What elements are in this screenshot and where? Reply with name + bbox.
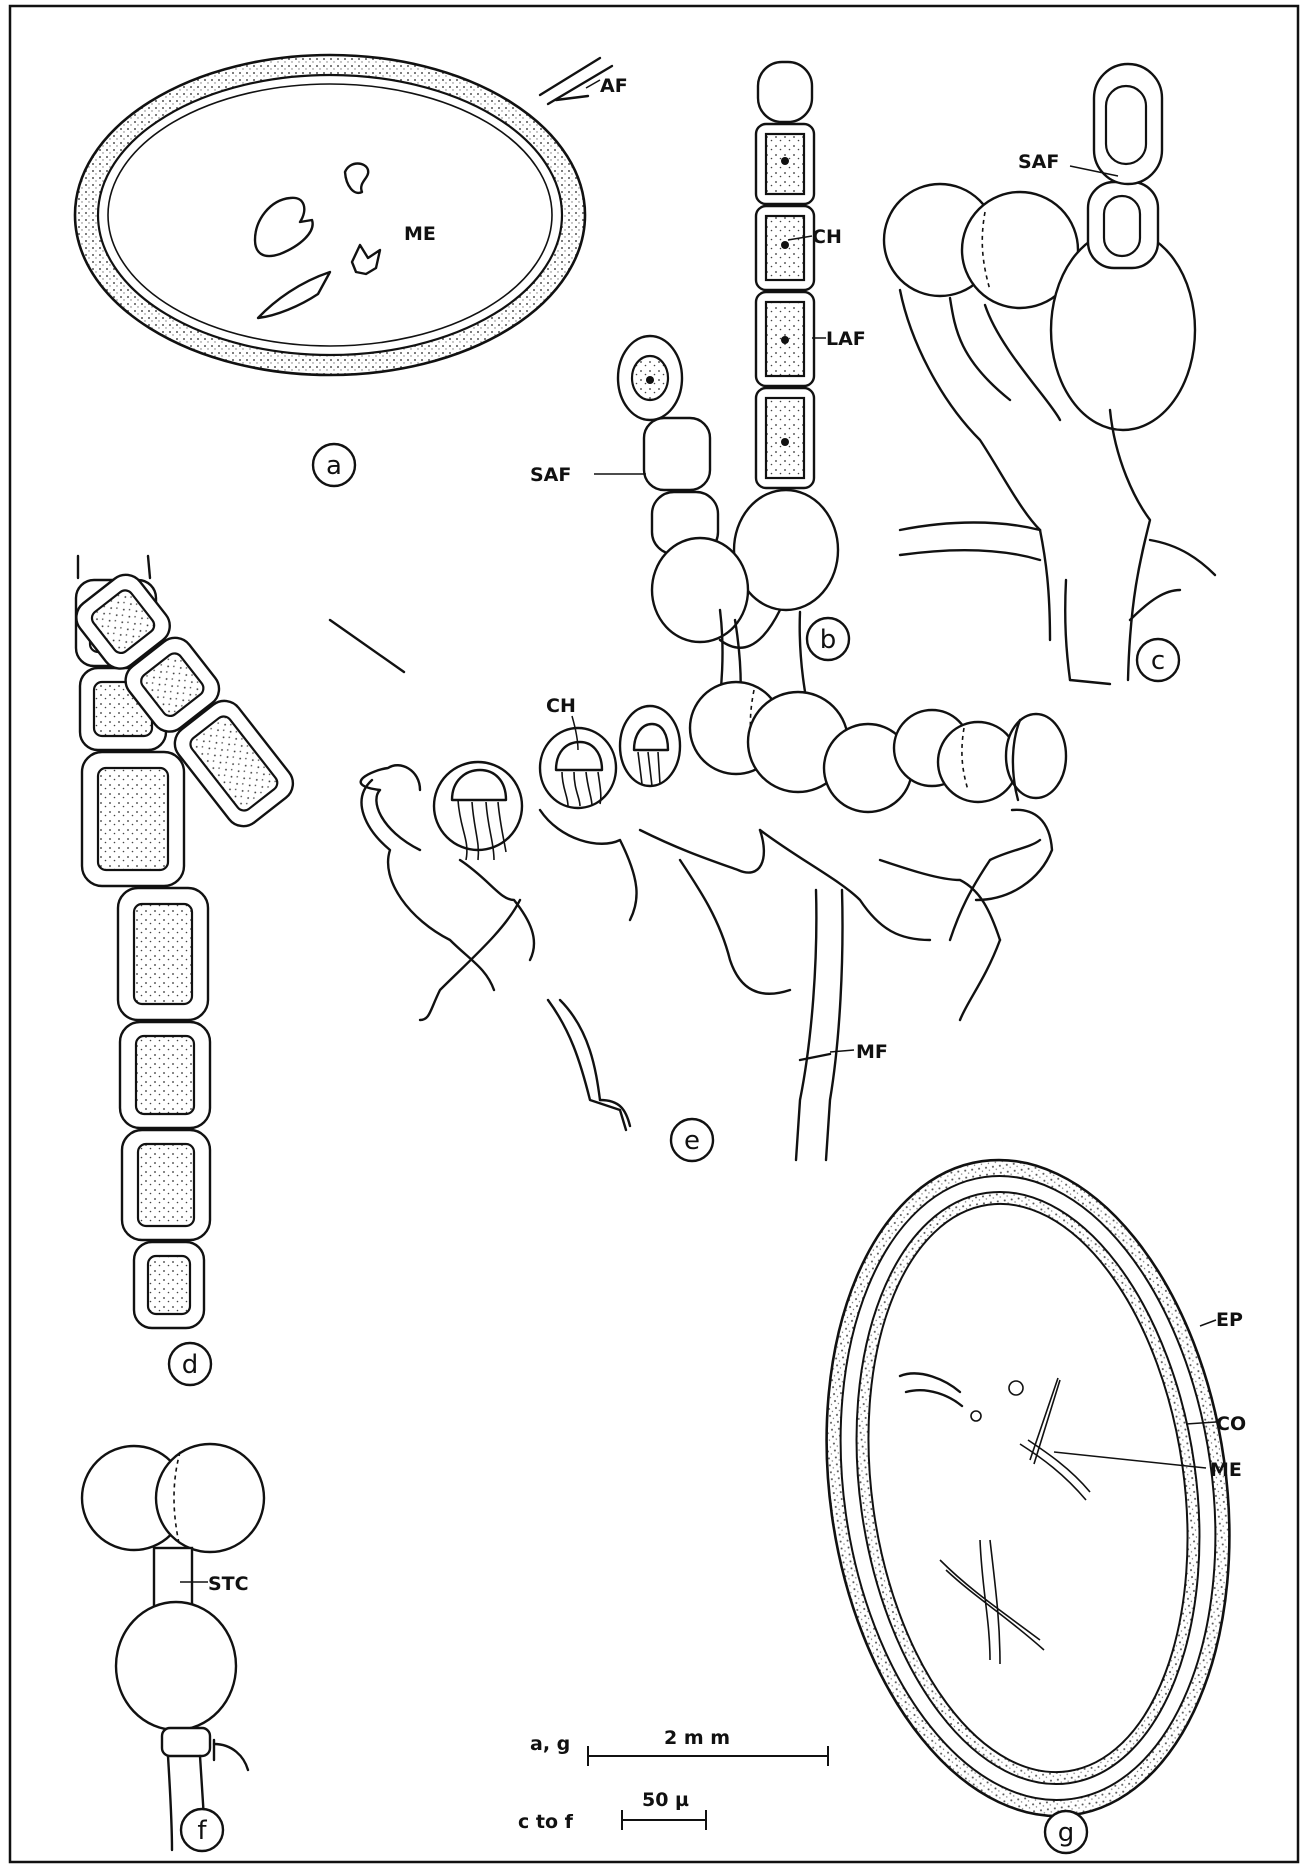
panel-a-drawing (75, 55, 612, 375)
panel-g-label: g (1058, 1818, 1075, 1848)
panel-d-drawing (69, 556, 404, 1328)
panel-b-drawing (618, 62, 838, 730)
scale-bar-small (622, 1810, 706, 1830)
label-stc: STC (208, 1573, 249, 1595)
label-saf-c: SAF (1018, 151, 1059, 173)
panel-d-label: d (182, 1350, 199, 1380)
label-me-a: ME (404, 223, 436, 245)
leader-mf (830, 1050, 854, 1052)
label-ch-b: CH (812, 226, 842, 248)
label-co: CO (1216, 1413, 1246, 1435)
label-ep: EP (1216, 1309, 1243, 1331)
label-laf: LAF (826, 328, 866, 350)
panel-f-drawing (82, 1444, 264, 1850)
panel-e-label: e (684, 1126, 700, 1156)
label-ch-e: CH (546, 695, 576, 717)
leader-ep (1200, 1320, 1216, 1326)
scale-bar-small-applies-to: c to f (518, 1811, 574, 1833)
panel-c-label: c (1151, 646, 1165, 676)
panel-a-label: a (326, 451, 342, 481)
scale-bar-large (588, 1746, 828, 1766)
panel-e-drawing (361, 682, 1066, 1160)
label-af: AF (600, 75, 628, 97)
panel-g-drawing (786, 1134, 1270, 1843)
panel-b-label: b (820, 625, 837, 655)
scale-bar-large-length: 2 m m (664, 1727, 730, 1749)
scale-bar-small-length: 50 µ (642, 1789, 689, 1811)
label-saf-b: SAF (530, 464, 571, 486)
label-me-g: ME (1210, 1459, 1242, 1481)
panel-f-label: f (197, 1816, 207, 1846)
label-mf: MF (856, 1041, 888, 1063)
scale-bar-large-applies-to: a, g (530, 1733, 570, 1755)
